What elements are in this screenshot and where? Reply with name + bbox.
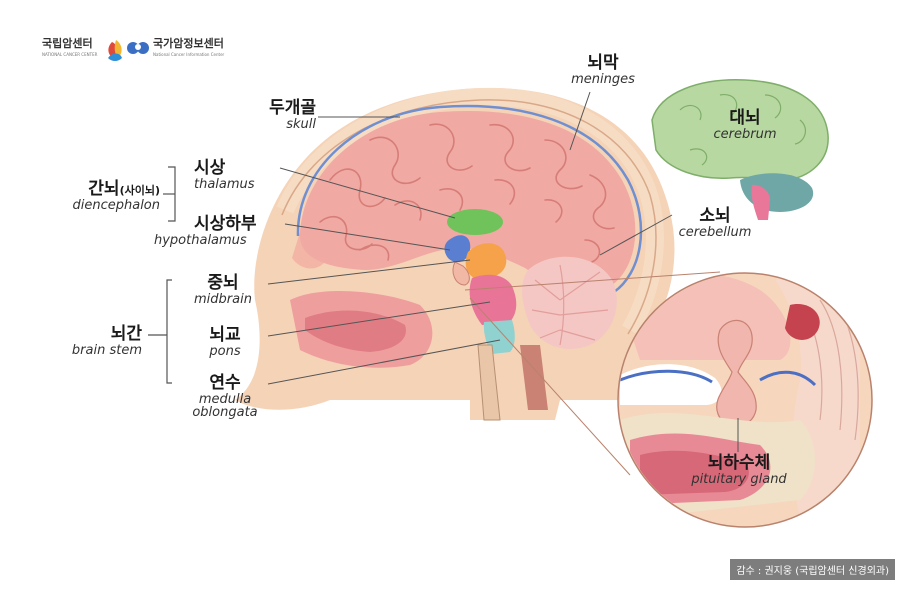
label-skull-en: skull <box>286 116 316 132</box>
label-meninges-en: meninges <box>571 71 635 87</box>
label-thalamus: 시상 thalamus <box>194 158 255 192</box>
label-hypothalamus-en: hypothalamus <box>154 232 247 248</box>
label-medulla-en-1: medulla <box>198 391 252 407</box>
label-pons: 뇌교 pons <box>195 325 255 359</box>
label-pituitary-en: pituitary gland <box>691 471 787 487</box>
meninges-line <box>296 104 643 294</box>
ncic-logo-sub: National Cancer Information Center <box>153 52 225 57</box>
hypothalamus-shape <box>444 235 471 263</box>
label-pituitary: 뇌하수체 pituitary gland <box>676 453 802 487</box>
cerebellum-inset <box>740 173 814 212</box>
label-diencephalon: 간뇌(사이뇌) diencephalon <box>40 179 160 213</box>
label-meninges: 뇌막 meninges <box>558 53 648 87</box>
cervical-vertebrae <box>477 344 501 421</box>
pituitary-magnified <box>617 272 873 528</box>
cerebellum-shape <box>522 256 617 349</box>
label-hypothalamus-ko: 시상하부 <box>194 214 257 234</box>
label-meninges-ko: 뇌막 <box>587 53 619 73</box>
label-diencephalon-ko: 간뇌 <box>88 179 120 199</box>
label-skull-ko: 두개골 <box>269 98 316 118</box>
cerebrum-shape <box>300 110 636 292</box>
label-midbrain: 중뇌 midbrain <box>183 273 263 307</box>
label-midbrain-en: midbrain <box>194 291 252 307</box>
label-medulla-en-2: oblongata <box>192 405 258 421</box>
label-brainstem-en: brain stem <box>71 342 142 358</box>
ncic-logo-name: 국가암정보센터 <box>153 37 224 50</box>
ncic-logo-mark <box>127 42 149 54</box>
cerebrum-inset <box>651 79 829 181</box>
label-medulla: 연수 medulla oblongata <box>190 373 260 421</box>
label-cerebellum: 소뇌 cerebellum <box>660 206 770 240</box>
label-midbrain-ko: 중뇌 <box>207 273 239 293</box>
label-cerebellum-en: cerebellum <box>678 224 752 240</box>
label-cerebrum-en: cerebrum <box>713 126 777 142</box>
skull-band <box>276 87 664 335</box>
thalamus-shape <box>447 209 503 235</box>
pituitary-small <box>452 261 470 286</box>
label-skull: 두개골 skull <box>236 98 316 132</box>
label-brainstem: 뇌간 brain stem <box>50 324 142 358</box>
skull-outline <box>281 99 657 335</box>
label-pons-en: pons <box>209 343 241 359</box>
label-pons-ko: 뇌교 <box>209 325 241 345</box>
credit-badge: 감수 : 권지웅 (국립암센터 신경외과) <box>730 559 895 580</box>
label-medulla-ko: 연수 <box>209 373 241 393</box>
ncc-logo-sub: NATIONAL CANCER CENTER <box>42 52 98 57</box>
label-diencephalon-en: diencephalon <box>72 197 160 213</box>
ncc-logo: 국립암센터 NATIONAL CANCER CENTER <box>42 35 97 57</box>
ncc-logo-mark <box>108 40 122 61</box>
midbrain-shape <box>465 243 507 280</box>
label-diencephalon-paren: (사이뇌) <box>119 184 160 197</box>
label-cerebrum: 대뇌 cerebrum <box>700 108 790 142</box>
label-thalamus-en: thalamus <box>194 176 255 192</box>
label-pituitary-ko: 뇌하수체 <box>707 453 771 473</box>
ncic-logo: 국가암정보센터 National Cancer Information Cent… <box>153 35 224 57</box>
nasal-cavity-inner <box>305 310 406 352</box>
label-hypothalamus: 시상하부 hypothalamus <box>154 214 257 247</box>
label-cerebellum-ko: 소뇌 <box>699 206 731 226</box>
brainstem-inset <box>751 184 770 220</box>
label-brainstem-ko: 뇌간 <box>110 324 142 344</box>
label-cerebrum-ko: 대뇌 <box>729 108 761 128</box>
label-thalamus-ko: 시상 <box>194 158 226 178</box>
ncc-logo-name: 국립암센터 <box>42 37 93 50</box>
